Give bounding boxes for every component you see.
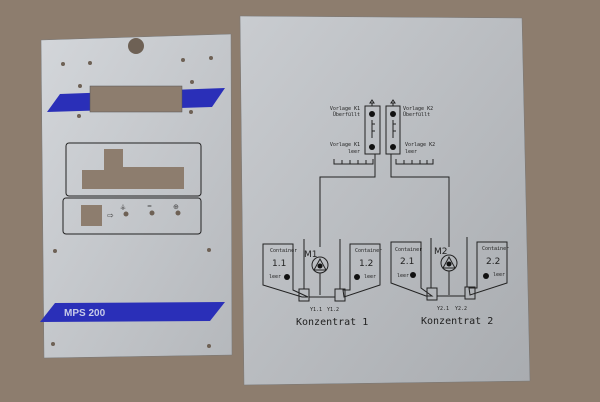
container-1-2-status: leer [364, 274, 376, 280]
led-hole [175, 210, 181, 216]
vorlage-k2 [385, 99, 401, 155]
konzentrat-2: M2 Container 2.1 leer Container 2.2 leer… [390, 237, 509, 327]
container-2-2-title: Container [482, 246, 509, 252]
container-2-2-number: 2.2 [486, 257, 500, 267]
label-k1-empty: Vorlage K1 [330, 142, 360, 148]
arrow-right-icon: ⇨ [107, 211, 114, 220]
scale-k2 [395, 159, 434, 165]
vorlage-k1 [364, 99, 381, 155]
label-k2-full-status: Überfüllt [403, 111, 430, 118]
label-k2-empty: Vorlage K2 [405, 142, 435, 148]
right-panel: Vorlage K1 Überfüllt Vorlage K2 Überfüll… [239, 15, 531, 386]
switch-cutout [81, 205, 102, 226]
valve-y2-1-label: Y2.1 [437, 306, 449, 312]
display-frame [65, 142, 202, 197]
brand-label: MPS 200 [64, 308, 106, 319]
left-panel: ⇨ ⚶ ≃ ⊕ MPS 200 [40, 33, 233, 359]
container-2-1-title: Container [395, 247, 422, 253]
konzentrat-1: M1 Container 1.1 leer Container 1.2 leer… [262, 239, 382, 328]
led-hole [123, 211, 129, 217]
label-k1-full-status: Überfüllt [333, 111, 360, 118]
container-1-1-status: leer [269, 274, 281, 280]
container-1-1-number: 1.1 [272, 259, 286, 269]
label-k2-full: Vorlage K2 [403, 106, 433, 112]
container-1-1-title: Container [270, 248, 297, 254]
control-frame [62, 197, 202, 235]
container-2-1-number: 2.1 [400, 257, 414, 267]
valve-y1-2-label: Y1.2 [327, 307, 339, 313]
label-k2-empty-status: leer [405, 149, 417, 155]
container-2-1-status: leer [397, 273, 409, 279]
pipe-k1 [319, 154, 376, 247]
label-k1-empty-status: leer [348, 149, 360, 155]
container-1-2-number: 1.2 [359, 259, 373, 269]
valve-y2-2-label: Y2.2 [455, 306, 467, 312]
pipe-k2 [390, 154, 450, 247]
valve-icon: ⚶ [120, 203, 126, 211]
accent-band-bottom [40, 302, 225, 322]
pump-m1-label: M1 [304, 250, 318, 260]
label-k1-full: Vorlage K1 [330, 106, 360, 112]
pump-m2-label: M2 [434, 247, 448, 257]
konzentrat-1-label: Konzentrat 1 [296, 317, 368, 328]
container-1-2-title: Container [355, 248, 382, 254]
display-window-cutout [89, 85, 183, 113]
scale-k1 [333, 159, 374, 165]
keypad-cutout [82, 149, 184, 189]
screw-holes [51, 56, 213, 348]
valve-y1-1-label: Y1.1 [310, 307, 322, 313]
container-2-2-status: leer [493, 272, 505, 278]
konzentrat-2-label: Konzentrat 2 [421, 316, 493, 327]
level-icon: ≃ [147, 204, 152, 210]
mount-hole-large [128, 38, 144, 54]
enter-icon: ⊕ [173, 203, 179, 211]
led-hole [149, 210, 155, 216]
